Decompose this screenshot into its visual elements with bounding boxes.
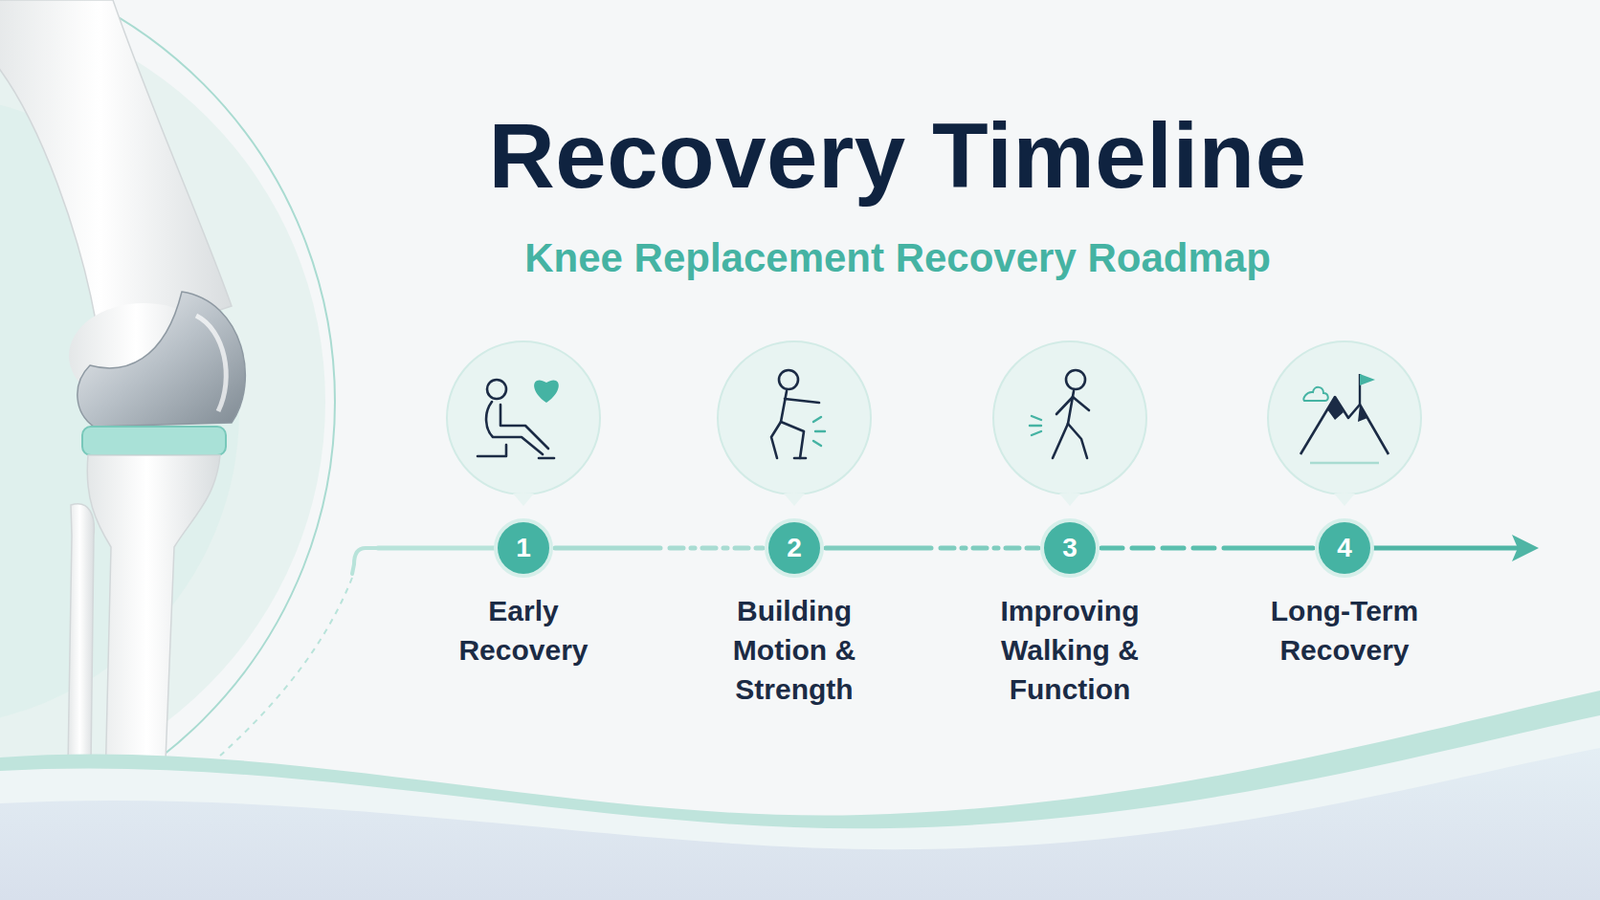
timeline-lead-in bbox=[352, 548, 378, 575]
icon-pointer bbox=[783, 493, 805, 507]
backdrop-circle bbox=[0, 0, 326, 804]
icon-pointer bbox=[1059, 493, 1081, 507]
timeline-connector bbox=[555, 546, 763, 552]
timeline-end-segment bbox=[1370, 546, 1517, 552]
poly-insert bbox=[82, 426, 226, 456]
icon-circle bbox=[717, 341, 871, 495]
diagram-title: Recovery Timeline bbox=[488, 103, 1307, 209]
step-number: 2 bbox=[768, 522, 821, 575]
step-number: 3 bbox=[1044, 522, 1096, 575]
step-circle: 1Early Recovery bbox=[497, 522, 550, 575]
timeline-dashed-tail bbox=[220, 577, 353, 756]
bottom-wave-light bbox=[0, 715, 1600, 900]
tibia bbox=[87, 455, 221, 785]
motion-lines bbox=[813, 417, 825, 446]
step-number: 1 bbox=[497, 522, 550, 575]
mountain bbox=[1300, 397, 1389, 455]
icon-circle bbox=[1267, 341, 1422, 495]
squat-person-icon bbox=[771, 370, 820, 459]
fibula bbox=[67, 504, 94, 766]
timeline-connector bbox=[1101, 546, 1313, 552]
summit-icon bbox=[1267, 341, 1422, 507]
mountain-shade bbox=[1327, 397, 1368, 423]
strength-icon bbox=[717, 341, 871, 507]
component-shine bbox=[196, 315, 226, 412]
knee-implant-illustration bbox=[0, 0, 245, 785]
cloud bbox=[1303, 387, 1328, 401]
timeline-start-segment bbox=[377, 546, 498, 552]
step-label: Early Recovery bbox=[442, 591, 605, 670]
flag bbox=[1359, 374, 1376, 386]
ground-line bbox=[1310, 462, 1379, 465]
walking-icon bbox=[993, 341, 1147, 507]
subtitle-label: Knee Replacement Recovery Roadmap bbox=[524, 233, 1271, 284]
step-circle: 2Building Motion & Strength bbox=[768, 522, 821, 575]
walking-person-icon bbox=[1052, 370, 1089, 459]
stage-icons bbox=[446, 341, 1422, 507]
icon-circle bbox=[446, 341, 600, 495]
recovery-icon bbox=[446, 341, 600, 507]
timeline-arrowhead bbox=[1511, 534, 1539, 562]
bottom-wave-mint bbox=[0, 690, 1600, 900]
step-label: Long-Term Recovery bbox=[1258, 591, 1431, 670]
icon-pointer bbox=[1333, 493, 1356, 507]
step-label: Building Motion & Strength bbox=[698, 591, 890, 710]
bottom-band bbox=[0, 748, 1600, 900]
step-number: 4 bbox=[1318, 522, 1371, 575]
backdrop-arc bbox=[0, 0, 335, 852]
timeline-connector bbox=[825, 546, 1039, 552]
step-circle: 3Improving Walking & Function bbox=[1044, 522, 1096, 575]
motion-lines bbox=[1029, 416, 1042, 436]
step-circle: 4Long-Term Recovery bbox=[1318, 522, 1371, 575]
femoral-component bbox=[77, 291, 245, 427]
heart-icon bbox=[533, 379, 559, 403]
icon-pointer bbox=[512, 493, 534, 507]
step-label: Improving Walking & Function bbox=[988, 591, 1152, 710]
icon-circle bbox=[993, 341, 1147, 495]
